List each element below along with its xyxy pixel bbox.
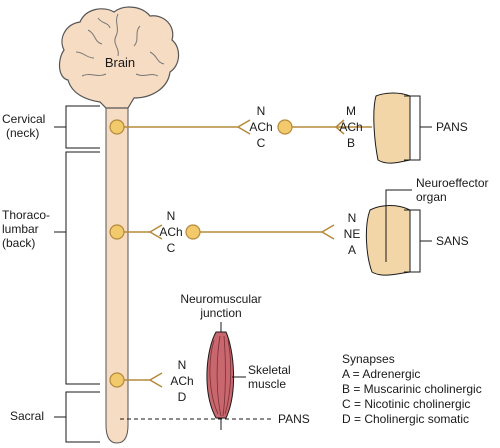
legend-item: D = Cholinergic somatic xyxy=(342,412,470,426)
synapse-cervical-post-receptor: M xyxy=(346,104,356,118)
synapse-thoracic-post-transmitter: NE xyxy=(343,227,361,241)
ganglion-sacral xyxy=(109,372,125,388)
synapse-thoracic-post-receptor: N xyxy=(347,211,357,225)
neuroeffector-line: Neuroeffector xyxy=(416,176,489,190)
neuroeffector-line: organ xyxy=(416,190,447,204)
synapse-thoracic-pre-receptor: N xyxy=(166,209,176,223)
skeletal-muscle xyxy=(206,322,234,430)
nerve-fibers xyxy=(124,119,372,388)
region-cervical-line: (neck) xyxy=(6,126,40,140)
legend-item: B = Muscarinic cholinergic xyxy=(342,382,482,396)
region-brackets xyxy=(54,105,100,443)
region-thoracolumbar-line: Thoraco- xyxy=(2,208,51,222)
region-cervical-line: Cervical xyxy=(2,112,46,126)
synapse-cervical-pre-type: C xyxy=(256,136,266,150)
legend-title: Synapses xyxy=(342,352,395,366)
organ-brackets xyxy=(385,95,432,273)
synapse-somatic-type: D xyxy=(177,390,187,404)
region-thoracolumbar-line: lumbar xyxy=(2,222,39,236)
region-thoracolumbar-label: Thoraco- lumbar (back) xyxy=(2,208,50,250)
brain-folds xyxy=(75,13,165,77)
ganglion-cervical xyxy=(109,119,125,135)
sans-label: SANS xyxy=(436,234,469,248)
organ-sans xyxy=(365,205,411,276)
synapse-somatic-receptor: N xyxy=(177,358,187,372)
synapse-legend: Synapses A = Adrenergic B = Muscarinic c… xyxy=(342,352,482,427)
region-cervical-label: Cervical (neck) xyxy=(2,112,45,140)
synapse-cervical-pre-transmitter: ACh xyxy=(249,120,273,134)
brain-shape xyxy=(58,6,180,109)
organ-pans xyxy=(373,92,411,164)
synapse-thoracic-pre-type: C xyxy=(166,241,176,255)
region-sacral-label: Sacral xyxy=(10,409,45,423)
skeletal-muscle-line: muscle xyxy=(248,377,287,391)
synapse-cervical-post-transmitter: ACh xyxy=(339,120,363,134)
neuromuscular-junction-label: Neuromuscular junction xyxy=(166,292,276,320)
synapse-somatic-transmitter: ACh xyxy=(170,374,194,388)
legend-item: C = Nicotinic cholinergic xyxy=(342,397,471,411)
neuromuscular-junction-line: junction xyxy=(200,306,242,320)
brain-label: Brain xyxy=(104,55,136,70)
skeletal-muscle-line: Skeletal xyxy=(248,363,291,377)
synapse-thoracic-post-type: A xyxy=(347,243,356,257)
ganglion-thoracic xyxy=(109,224,125,240)
spinal-cord xyxy=(105,94,129,444)
skeletal-muscle-label: Skeletal muscle xyxy=(248,363,291,391)
ganglion-thoracic-post xyxy=(185,224,201,240)
synapse-thoracic-pre-transmitter: ACh xyxy=(159,225,183,239)
ganglion-cervical-post xyxy=(277,119,293,135)
synapse-cervical-post-type: B xyxy=(346,136,355,150)
region-thoracolumbar-line: (back) xyxy=(2,236,36,250)
neuromuscular-junction-line: Neuromuscular xyxy=(180,292,262,306)
synapse-cervical-pre-receptor: N xyxy=(256,104,266,118)
neuroeffector-label: Neuroeffector organ xyxy=(416,176,489,204)
pans-label-bottom: PANS xyxy=(278,412,310,426)
pans-label-top: PANS xyxy=(436,120,468,134)
legend-item: A = Adrenergic xyxy=(342,367,421,381)
